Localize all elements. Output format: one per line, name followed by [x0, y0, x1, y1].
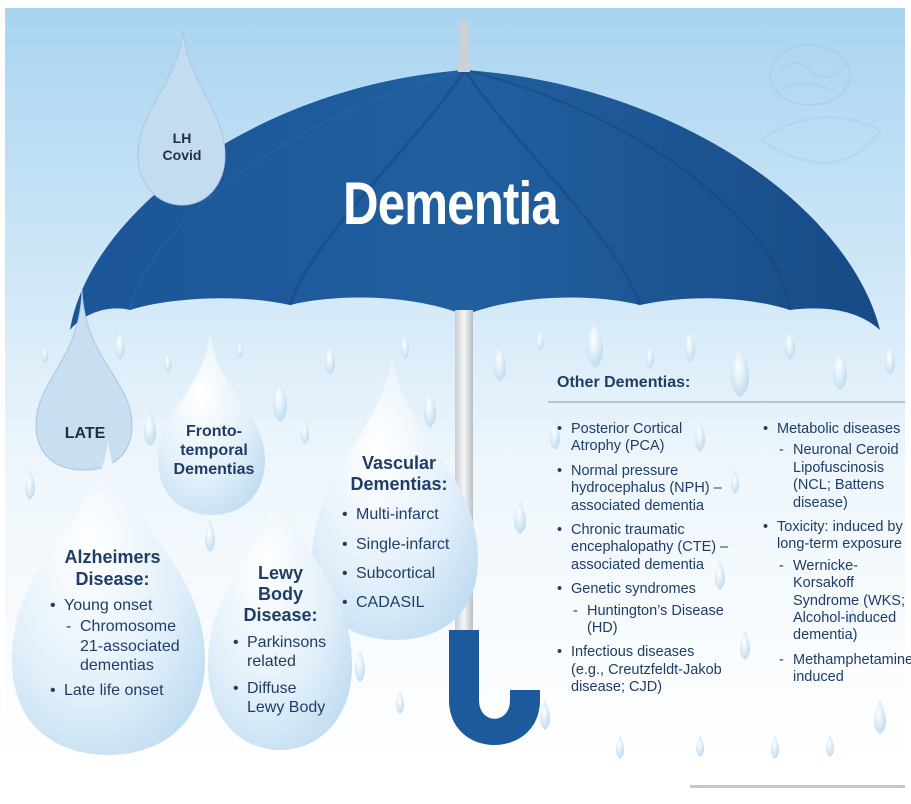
alzheimers-subitem: Chromosome 21-associated dementias — [64, 617, 200, 675]
vascular-item: CADASIL — [342, 593, 460, 612]
small-raindrops — [25, 320, 895, 759]
alzheimers-block: Alzheimers Disease: Young onset Chromoso… — [50, 547, 200, 706]
other-dementias-col2: Metabolic diseases Neuronal Ceroid Lipof… — [763, 421, 911, 692]
alzheimers-item: Late life onset — [50, 681, 200, 700]
frontotemporal-drop — [158, 330, 265, 515]
other-item: Metabolic diseases Neuronal Ceroid Lipof… — [763, 421, 908, 512]
vascular-dementias-block: Vascular Dementias: Multi-infarct Single… — [340, 453, 460, 618]
umbrella-canopy — [70, 70, 880, 330]
brain-watermark — [758, 44, 882, 164]
alzheimers-title: Alzheimers Disease: — [64, 547, 161, 589]
vascular-item: Subcortical — [342, 564, 460, 583]
vascular-item: Multi-infarct — [342, 505, 460, 524]
frontotemporal-label: Fronto- temporal Dementias — [173, 423, 255, 478]
late-drop — [35, 289, 133, 471]
umbrella-tip — [458, 20, 470, 72]
lh-covid-label: LH Covid — [162, 130, 202, 163]
other-subitem: Methamphetamine induced — [777, 652, 911, 687]
alzheimers-item: Young onset Chromosome 21-associated dem… — [50, 596, 200, 675]
vascular-title: Vascular Dementias: — [350, 453, 448, 495]
vascular-item: Single-infarct — [342, 535, 460, 554]
other-dementias-heading: Other Dementias: — [557, 374, 691, 391]
page-title: Dementia — [343, 170, 559, 237]
lh-covid-drop — [137, 29, 226, 206]
late-label: LATE — [64, 425, 106, 442]
other-item: Genetic syndromes Huntington’s Disease (… — [557, 581, 757, 637]
other-subitem: Huntington’s Disease (HD) — [571, 603, 757, 638]
other-subitem: Neuronal Ceroid Lipofuscinosis (NCL; Bat… — [777, 442, 908, 512]
other-dementias-col1: Posterior Cortical Atrophy (PCA) Normal … — [557, 421, 757, 702]
other-item: Normal pressure hydrocephalus (NPH) – as… — [557, 463, 757, 515]
other-item: Chronic traumatic encephalopathy (CTE) –… — [557, 522, 757, 574]
lewy-body-title: Lewy Body Disease: — [243, 563, 318, 626]
lewy-body-item: Diffuse Lewy Body — [233, 679, 343, 717]
lewy-body-item: Parkinsons related — [233, 633, 343, 671]
other-subitem: Wernicke-Korsakoff Syndrome (WKS; Alcoho… — [777, 558, 908, 645]
lewy-body-block: Lewy Body Disease: Parkinsons related Di… — [233, 563, 343, 723]
other-item: Infectious diseases (e.g., Creutzfeldt-J… — [557, 644, 757, 696]
umbrella-handle — [449, 636, 540, 745]
other-item: Posterior Cortical Atrophy (PCA) — [557, 421, 757, 456]
other-item: Toxicity: induced by long-term exposure … — [763, 519, 911, 687]
